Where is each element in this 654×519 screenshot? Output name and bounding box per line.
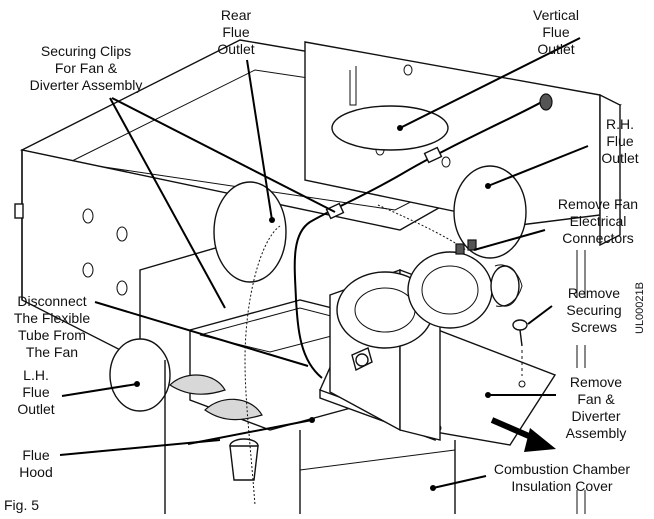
svg-text:Connectors: Connectors xyxy=(562,230,634,246)
svg-text:Outlet: Outlet xyxy=(17,401,54,417)
casing-right-edge xyxy=(599,93,621,247)
svg-text:Remove: Remove xyxy=(570,374,622,390)
svg-text:Flue: Flue xyxy=(606,133,633,149)
removal-arrow xyxy=(490,417,556,452)
svg-text:Diverter: Diverter xyxy=(571,408,620,424)
svg-text:Outlet: Outlet xyxy=(537,41,574,57)
casing-back-panel xyxy=(304,41,601,226)
svg-text:Flue: Flue xyxy=(22,447,49,463)
label-vertical-flue-outlet: Vertical Flue Outlet xyxy=(533,7,579,57)
svg-text:Fan &: Fan & xyxy=(577,391,615,407)
label-lh-flue-outlet: L.H. Flue Outlet xyxy=(17,367,54,417)
svg-text:Combustion Chamber: Combustion Chamber xyxy=(494,461,631,477)
svg-text:Flue: Flue xyxy=(222,24,249,40)
svg-text:Tube From: Tube From xyxy=(18,327,86,343)
svg-text:Disconnect: Disconnect xyxy=(17,293,86,309)
svg-text:Screws: Screws xyxy=(571,319,617,335)
svg-text:Outlet: Outlet xyxy=(601,150,638,166)
svg-text:R.H.: R.H. xyxy=(606,116,634,132)
svg-text:L.H.: L.H. xyxy=(23,367,49,383)
svg-text:Outlet: Outlet xyxy=(217,41,254,57)
svg-text:Remove: Remove xyxy=(568,285,620,301)
svg-text:Securing Clips: Securing Clips xyxy=(41,43,131,59)
label-disconnect-tube: Disconnect The Flexible Tube From The Fa… xyxy=(14,293,90,360)
svg-text:The Fan: The Fan xyxy=(26,344,78,360)
svg-text:Securing: Securing xyxy=(566,302,621,318)
figure-caption: Fig. 5 xyxy=(4,497,39,513)
label-rh-flue-outlet: R.H. Flue Outlet xyxy=(601,116,638,166)
rear-flue-outlet-opening xyxy=(213,181,287,283)
rh-flue-outlet-opening xyxy=(453,165,527,259)
flue-outlets xyxy=(109,105,527,412)
securing-screw xyxy=(512,319,528,376)
svg-text:Assembly: Assembly xyxy=(566,425,627,441)
label-combustion-chamber-cover: Combustion Chamber Insulation Cover xyxy=(494,461,631,494)
fan-housing-rear xyxy=(407,251,493,329)
svg-text:The Flexible: The Flexible xyxy=(14,310,90,326)
svg-text:Diverter Assembly: Diverter Assembly xyxy=(30,77,143,93)
svg-text:Remove Fan: Remove Fan xyxy=(558,196,638,212)
flue-hood xyxy=(169,374,263,481)
svg-text:Flue: Flue xyxy=(22,384,49,400)
figure-code: UL00021B xyxy=(634,282,646,334)
label-securing-clips: Securing Clips For Fan & Diverter Assemb… xyxy=(30,43,143,93)
label-flue-hood: Flue Hood xyxy=(19,447,52,480)
svg-text:Electrical: Electrical xyxy=(570,213,627,229)
vertical-flue-outlet-opening xyxy=(331,105,449,151)
svg-text:Rear: Rear xyxy=(221,7,252,23)
label-remove-securing-screws: Remove Securing Screws xyxy=(566,285,621,335)
label-remove-fan-connectors: Remove Fan Electrical Connectors xyxy=(558,196,638,246)
svg-text:Vertical: Vertical xyxy=(533,7,579,23)
svg-text:For Fan &: For Fan & xyxy=(55,60,118,76)
label-remove-fan-diverter: Remove Fan & Diverter Assembly xyxy=(566,374,627,441)
svg-text:Insulation Cover: Insulation Cover xyxy=(511,478,613,494)
label-rear-flue-outlet: Rear Flue Outlet xyxy=(217,7,254,57)
svg-text:Flue: Flue xyxy=(542,24,569,40)
svg-text:Hood: Hood xyxy=(19,464,52,480)
fan-diverter-assembly xyxy=(319,239,557,446)
leader-lines xyxy=(59,37,589,514)
lh-flue-outlet-opening xyxy=(109,338,171,412)
